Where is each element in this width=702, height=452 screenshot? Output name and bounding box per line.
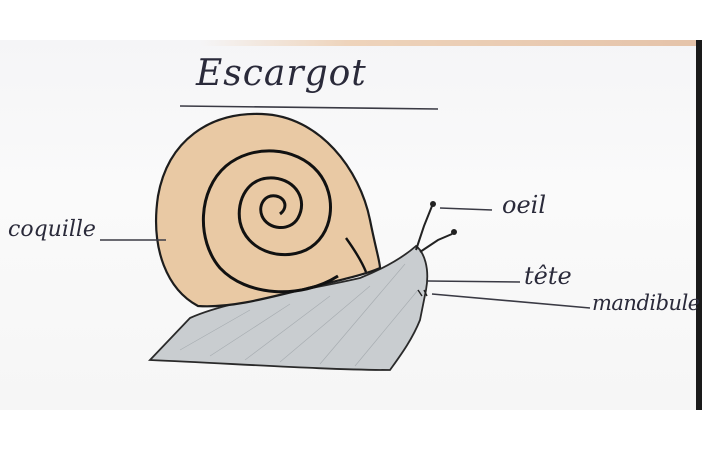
antenna-upper: [416, 206, 432, 250]
label-mandibule: mandibule: [592, 293, 700, 314]
snail-shell: [156, 114, 380, 306]
leader-oeil: [440, 208, 492, 210]
leader-mandibule: [432, 294, 590, 308]
title-underline: [180, 106, 438, 109]
eye-lower: [451, 229, 457, 235]
eye-upper: [430, 201, 436, 207]
label-tete: tête: [524, 264, 572, 288]
label-oeil: oeil: [502, 193, 546, 217]
diagram-title: Escargot: [196, 56, 367, 92]
leader-tete: [428, 281, 520, 282]
label-coquille: coquille: [8, 219, 96, 241]
antenna-lower: [420, 234, 452, 252]
